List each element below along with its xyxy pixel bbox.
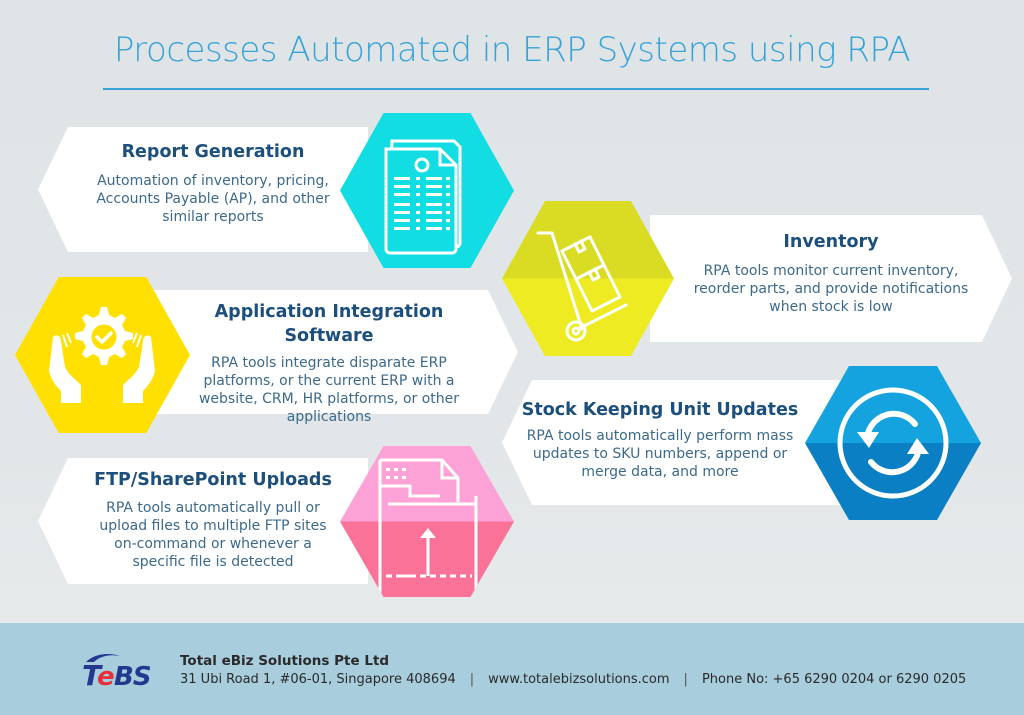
card-integration: Application Integration Software RPA too… xyxy=(168,300,490,426)
card-inventory: Inventory RPA tools monitor current inve… xyxy=(676,230,986,316)
company-logo: T e BS xyxy=(82,654,152,688)
card-sku: Stock Keeping Unit Updates RPA tools aut… xyxy=(510,398,810,481)
card-sku-banner xyxy=(502,380,852,505)
inventory-hexagon xyxy=(502,201,674,356)
company-phone: Phone No: +65 6290 0204 or 6290 0205 xyxy=(701,672,967,687)
contact-line: 31 Ubi Road 1, #06-01, Singapore 408694 |… xyxy=(180,672,966,687)
card-title: Report Generation xyxy=(121,142,305,162)
company-website[interactable]: www.totalebizsolutions.com xyxy=(488,672,670,687)
separator: | xyxy=(469,672,475,687)
card-description: RPA tools integrate disparate ERP platfo… xyxy=(198,355,460,425)
card-description: RPA tools monitor current inventory, reo… xyxy=(693,263,969,315)
report-document-icon xyxy=(384,139,462,255)
card-description: Automation of inventory, pricing, Accoun… xyxy=(96,173,330,225)
card-title: Inventory xyxy=(783,232,879,252)
card-ftp: FTP/SharePoint Uploads RPA tools automat… xyxy=(68,468,358,571)
integration-hexagon xyxy=(15,277,190,433)
svg-text:e: e xyxy=(97,662,115,688)
sync-arrows-icon xyxy=(837,387,949,499)
card-inventory-banner xyxy=(650,215,1012,342)
card-report-generation-banner xyxy=(38,127,368,252)
card-description: RPA tools automatically perform mass upd… xyxy=(526,428,794,480)
file-upload-icon xyxy=(378,458,478,597)
footer xyxy=(0,623,1024,715)
card-integration-banner xyxy=(150,290,518,414)
company-name: Total eBiz Solutions Pte Ltd xyxy=(180,653,390,669)
hand-truck-boxes-icon xyxy=(536,231,628,342)
page-title: Processes Automated in ERP Systems using… xyxy=(113,30,911,70)
card-title: Stock Keeping Unit Updates xyxy=(521,400,799,420)
company-address: 31 Ubi Road 1, #06-01, Singapore 408694 xyxy=(180,672,456,687)
card-ftp-banner xyxy=(38,458,368,584)
card-title: FTP/SharePoint Uploads xyxy=(94,470,332,490)
report-table-rows xyxy=(394,177,450,230)
svg-text:BS: BS xyxy=(114,662,151,688)
hands-gear-check-icon xyxy=(49,307,155,403)
card-description: RPA tools automatically pull or upload f… xyxy=(99,500,327,570)
separator: | xyxy=(683,672,688,687)
title-underline xyxy=(103,88,929,90)
card-report-generation: Report Generation Automation of inventor… xyxy=(68,140,358,226)
card-title: Application Integration Software xyxy=(214,302,444,346)
